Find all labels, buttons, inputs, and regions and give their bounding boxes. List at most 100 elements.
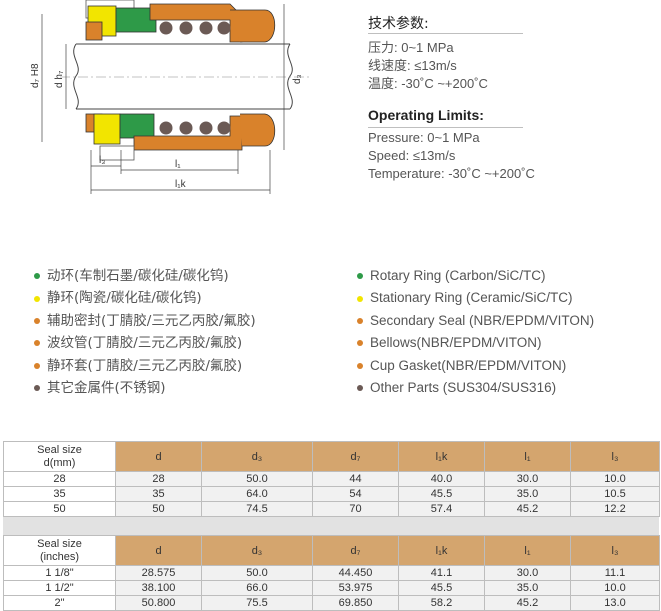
limits-cn-pressure: 压力: 0~1 MPa: [368, 40, 454, 55]
table-cell: 45.5: [398, 580, 485, 596]
limits-cn-title: 技术参数:: [368, 16, 429, 32]
table-cell: 12.2: [570, 501, 660, 517]
legend-label: 辅助密封(丁腈胶/三元乙丙胶/氟胶): [47, 312, 256, 329]
table-cell: 50: [115, 501, 202, 517]
limits-en-title: Operating Limits:: [368, 107, 484, 123]
table-cell: 50: [3, 501, 116, 517]
header-seal-size-line1: Seal size: [37, 443, 82, 456]
limits-en-pressure: Pressure: 0~1 MPa: [368, 130, 480, 145]
legend-label: 静环(陶瓷/碳化硅/碳化钨): [47, 290, 202, 307]
table-cell: 1 1/2": [3, 580, 116, 596]
bullet-dot-icon: [34, 317, 40, 324]
legend-item: 静环(陶瓷/碳化硅/碳化钨): [34, 287, 256, 309]
limits-en-temperature: Temperature: -30˚C ~+200˚C: [368, 166, 535, 181]
legend-label: 动环(车制石墨/碳化硅/碳化钨): [47, 268, 229, 284]
column-header: d₇: [312, 535, 399, 566]
legend-label: 其它金属件(不锈钢): [47, 379, 166, 396]
table-separator: [3, 517, 659, 535]
seal-cross-section-diagram: d₇ H8 d h₇ d₃ l₃ l₁ l₁k: [30, 0, 310, 194]
table-cell: 70: [312, 501, 399, 517]
legend-label: 波纹管(丁腈胶/三元乙丙胶/氟胶): [47, 335, 243, 352]
legend-label: Stationary Ring (Ceramic/SiC/TC): [370, 290, 573, 306]
legend-item: 静环套(丁腈胶/三元乙丙胶/氟胶): [34, 355, 256, 377]
table-cell: 30.0: [484, 565, 571, 581]
table-row: 1 1/8" 28.575 50.0 44.450 41.1 30.0 11.1: [3, 565, 660, 581]
table-cell: 10.5: [570, 486, 660, 502]
bullet-dot-icon: [34, 273, 40, 280]
column-header: l₁: [484, 441, 571, 472]
dimension-lines: [41, 4, 285, 194]
table-row: 50 50 74.5 70 57.4 45.2 12.2: [3, 501, 660, 517]
table-cell: 40.0: [398, 471, 485, 487]
legend-item: Secondary Seal (NBR/EPDM/VITON): [357, 310, 594, 332]
column-header: l₁k: [398, 535, 485, 566]
bullet-dot-icon: [357, 362, 363, 369]
column-header: l₁: [484, 535, 571, 566]
column-header: d₃: [201, 441, 313, 472]
table-cell: 13.0: [570, 595, 660, 611]
table-cell: 54: [312, 486, 399, 502]
table-cell: 50.0: [201, 565, 313, 581]
table-cell: 58.2: [398, 595, 485, 611]
legend-item: Other Parts (SUS304/SUS316): [357, 377, 594, 399]
table-cell: 50.0: [201, 471, 313, 487]
limits-cn-temperature: 温度: -30˚C ~+200˚C: [368, 76, 488, 91]
dim-dh7-label: d h₇: [54, 70, 65, 88]
legend-label: 静环套(丁腈胶/三元乙丙胶/氟胶): [47, 357, 243, 374]
limits-en-speed: Speed: ≤13m/s: [368, 148, 456, 163]
legend-item: 波纹管(丁腈胶/三元乙丙胶/氟胶): [34, 332, 256, 354]
table-cell: 44.450: [312, 565, 399, 581]
legend-item: 辅助密封(丁腈胶/三元乙丙胶/氟胶): [34, 310, 256, 332]
legend-item: 其它金属件(不锈钢): [34, 377, 256, 399]
table-cell: 45.2: [484, 595, 571, 611]
header-seal-size-line2: (inches): [39, 550, 80, 563]
legend-label: Other Parts (SUS304/SUS316): [370, 379, 557, 395]
bullet-dot-icon: [357, 340, 363, 347]
column-header: d: [115, 441, 202, 472]
shaft: [60, 43, 310, 110]
table-row: 35 35 64.0 54 45.5 35.0 10.5: [3, 486, 660, 502]
table-cell: 41.1: [398, 565, 485, 581]
column-header: l₃: [570, 441, 660, 472]
seal-size-inch-table: Seal size(inches) d d₃ d₇ l₁k l₁ l₃ 1 1/…: [3, 535, 660, 611]
seal-upper-half: [85, 0, 276, 43]
header-seal-size: Seal size(inches): [3, 535, 116, 566]
table-cell: 1 1/8": [3, 565, 116, 581]
table-cell: 35: [3, 486, 116, 502]
table-cell: 28.575: [115, 565, 202, 581]
legend-cn: 动环(车制石墨/碳化硅/碳化钨) 静环(陶瓷/碳化硅/碳化钨) 辅助密封(丁腈胶…: [34, 265, 256, 399]
bullet-dot-icon: [357, 273, 363, 280]
legend-item: 动环(车制石墨/碳化硅/碳化钨): [34, 265, 256, 287]
bullet-dot-icon: [34, 385, 40, 392]
column-header: d: [115, 535, 202, 566]
table-cell: 35: [115, 486, 202, 502]
table-cell: 10.0: [570, 580, 660, 596]
legend-label: Secondary Seal (NBR/EPDM/VITON): [370, 312, 595, 328]
dim-l1k-label: l₁k: [175, 179, 187, 190]
dim-l3-label: l₃: [99, 155, 105, 166]
table-cell: 75.5: [201, 595, 313, 611]
table-row: 2" 50.800 75.5 69.850 58.2 45.2 13.0: [3, 595, 660, 611]
column-header: l₃: [570, 535, 660, 566]
table-cell: 35.0: [484, 486, 571, 502]
dim-l1-label: l₁: [175, 159, 181, 170]
table-cell: 35.0: [484, 580, 571, 596]
column-header: l₁k: [398, 441, 485, 472]
table-cell: 45.5: [398, 486, 485, 502]
legend-en: Rotary Ring (Carbon/SiC/TC) Stationary R…: [357, 265, 594, 399]
header-seal-size-line2: d(mm): [43, 456, 76, 469]
table-cell: 2": [3, 595, 116, 611]
legend-label: Cup Gasket(NBR/EPDM/VITON): [370, 357, 567, 373]
bullet-dot-icon: [357, 317, 363, 324]
legend-item: Rotary Ring (Carbon/SiC/TC): [357, 265, 594, 287]
table-row: 1 1/2" 38.100 66.0 53.975 45.5 35.0 10.0: [3, 580, 660, 596]
table-cell: 50.800: [115, 595, 202, 611]
column-header: d₇: [312, 441, 399, 472]
bullet-dot-icon: [34, 295, 40, 302]
table-cell: 28: [115, 471, 202, 487]
header-seal-size-line1: Seal size: [37, 537, 82, 550]
table-cell: 28: [3, 471, 116, 487]
dim-d3-label: d₃: [292, 74, 303, 84]
